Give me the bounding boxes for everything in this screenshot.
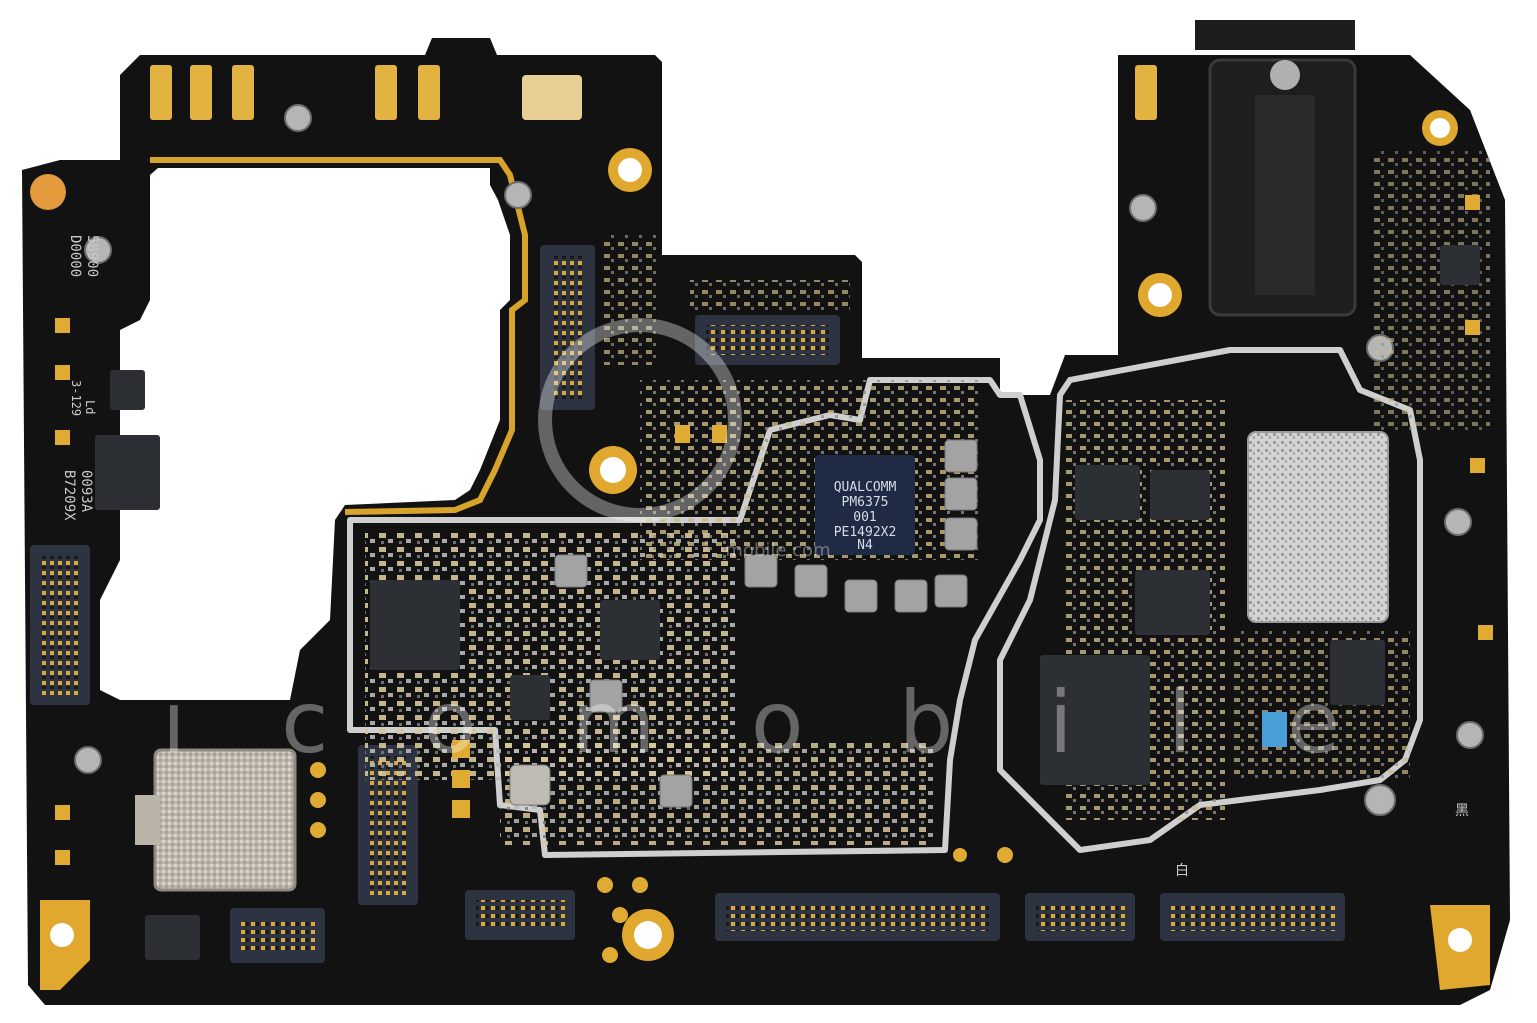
inductors bbox=[509, 439, 978, 808]
pmic-chip: QUALCOMM PM6375 001 PE1492X2 N4 bbox=[815, 455, 915, 555]
silk-marker-b: 3-129 bbox=[69, 380, 83, 416]
silk-right-mark: 黑 bbox=[1455, 803, 1469, 819]
smd-field bbox=[690, 280, 850, 310]
soc-shield bbox=[1247, 431, 1389, 623]
silk-code-c: B7209X bbox=[61, 470, 77, 521]
watermark-brand: mobile.com bbox=[725, 540, 830, 561]
test-pads bbox=[55, 195, 1493, 963]
silk-code-d: 0093A bbox=[78, 470, 94, 513]
chip-label-line3: 001 bbox=[853, 510, 876, 525]
silk-marker-a: Ld bbox=[83, 400, 97, 414]
chip-label-line1: QUALCOMM bbox=[834, 480, 897, 495]
top-contact-pads bbox=[150, 65, 1157, 120]
cutout-gold-edge bbox=[150, 157, 528, 515]
smd-field bbox=[600, 235, 660, 365]
smd-field bbox=[1370, 150, 1490, 430]
watermark-big-text: i c o m o b i l e bbox=[162, 673, 1374, 773]
smd-field bbox=[500, 740, 935, 845]
silk-code-a: 58900 bbox=[84, 235, 100, 277]
board-cutout bbox=[100, 168, 510, 700]
audio-jack bbox=[1195, 20, 1357, 317]
watermark: mobile.com i c o m o b i l e bbox=[162, 318, 1374, 773]
chip-label-line4: PE1492X2 bbox=[834, 525, 897, 540]
silk-corner-mark: 白 bbox=[1175, 863, 1189, 879]
chip-label-line5: N4 bbox=[857, 538, 873, 553]
chip-label-line2: PM6375 bbox=[842, 495, 889, 510]
smd-field bbox=[640, 380, 980, 560]
crystal-oscillator bbox=[522, 75, 582, 120]
silk-code-b: D0000 bbox=[67, 235, 83, 277]
rf-connectors bbox=[74, 104, 1484, 816]
ic-packages bbox=[95, 245, 1480, 960]
